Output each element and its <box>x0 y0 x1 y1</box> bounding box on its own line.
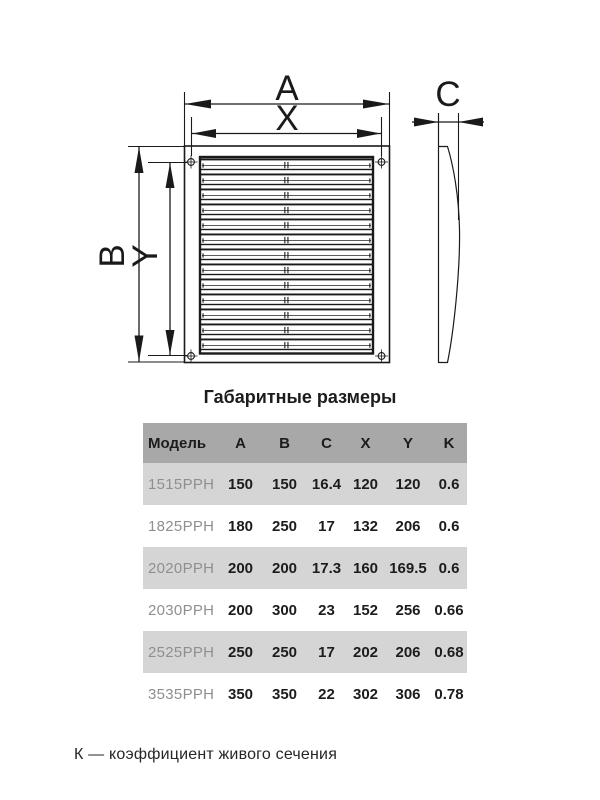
cell-c: 17.3 <box>311 559 342 577</box>
screw-hole-top-right <box>375 155 388 169</box>
dim-label-c: C <box>435 75 460 114</box>
table-row: 2030РРН 200 300 23 152 256 0.66 <box>143 589 467 631</box>
dimension-b <box>128 145 184 363</box>
cell-x: 152 <box>352 601 379 619</box>
column-header-model: Модель <box>148 434 207 452</box>
cell-c: 16.4 <box>311 475 342 493</box>
cell-x: 302 <box>352 685 379 703</box>
cell-y: 169.5 <box>389 559 427 577</box>
cell-y: 120 <box>395 475 421 493</box>
cell-a: 350 <box>227 685 254 703</box>
cell-b: 250 <box>271 517 298 535</box>
cell-a: 200 <box>227 559 254 577</box>
cell-model: 1825РРН <box>148 517 215 535</box>
table-row: 2020РРН 200 200 17.3 160 169.5 0.6 <box>143 547 467 589</box>
cell-b: 350 <box>271 685 298 703</box>
cell-c: 22 <box>318 685 335 703</box>
column-header-x: X <box>360 434 371 452</box>
dim-label-y: Y <box>126 244 165 267</box>
side-profile-outline <box>438 145 461 364</box>
cell-b: 300 <box>271 601 298 619</box>
cell-model: 2020РРН <box>148 559 215 577</box>
column-header-k: K <box>443 434 455 452</box>
screw-hole-bottom-right <box>375 349 388 363</box>
table-row: 2525РРН 250 250 17 202 206 0.68 <box>143 631 467 673</box>
dimension-a <box>183 92 391 146</box>
front-view <box>183 145 391 364</box>
dimension-c <box>412 117 484 127</box>
dimensions-table: Модель A B C X Y K 1515РРН 150 150 16.4 … <box>143 423 467 715</box>
cell-a: 250 <box>227 643 254 661</box>
grille-technical-drawing: A X B Y C <box>93 69 484 364</box>
cell-model: 2525РРН <box>148 643 215 661</box>
column-header-c: C <box>321 434 332 452</box>
dim-label-b: B <box>93 244 132 267</box>
cell-k: 0.66 <box>434 601 464 619</box>
cell-k: 0.6 <box>438 559 460 577</box>
footnote-k-coefficient: К — коэффициент живого сечения <box>74 746 338 763</box>
cell-y: 206 <box>395 517 421 535</box>
cell-b: 200 <box>271 559 298 577</box>
column-header-b: B <box>279 434 290 452</box>
cell-x: 120 <box>352 475 379 493</box>
dim-label-x: X <box>275 99 298 138</box>
table-header-row: Модель A B C X Y K <box>143 423 467 463</box>
grille-louver-slats <box>200 158 373 352</box>
cell-c: 17 <box>318 517 335 535</box>
cell-k: 0.78 <box>434 685 464 703</box>
cell-y: 306 <box>395 685 421 703</box>
dimension-y <box>148 161 187 357</box>
cell-k: 0.6 <box>438 475 460 493</box>
cell-k: 0.68 <box>434 643 464 661</box>
column-header-a: A <box>235 434 246 452</box>
cell-model: 2030РРН <box>148 601 215 619</box>
cell-b: 250 <box>271 643 298 661</box>
side-view <box>437 113 461 364</box>
cell-y: 256 <box>395 601 421 619</box>
cell-a: 150 <box>227 475 254 493</box>
cell-a: 200 <box>227 601 254 619</box>
cell-c: 23 <box>318 601 335 619</box>
dim-label-a: A <box>275 69 299 108</box>
cell-c: 17 <box>318 643 335 661</box>
cell-x: 132 <box>352 517 379 535</box>
cell-k: 0.6 <box>438 517 460 535</box>
table-title: Габаритные размеры <box>203 387 397 407</box>
cell-y: 206 <box>395 643 421 661</box>
cell-model: 1515РРН <box>148 475 215 493</box>
table-row: 1825РРН 180 250 17 132 206 0.6 <box>143 505 467 547</box>
cell-b: 150 <box>271 475 298 493</box>
table-row: 1515РРН 150 150 16.4 120 120 0.6 <box>143 463 467 505</box>
table-row: 3535РРН 350 350 22 302 306 0.78 <box>143 673 467 715</box>
cell-a: 180 <box>227 517 254 535</box>
cell-x: 202 <box>352 643 379 661</box>
dimension-x <box>190 117 383 156</box>
cell-model: 3535РРН <box>148 685 215 703</box>
cell-x: 160 <box>352 559 379 577</box>
column-header-y: Y <box>402 434 413 452</box>
